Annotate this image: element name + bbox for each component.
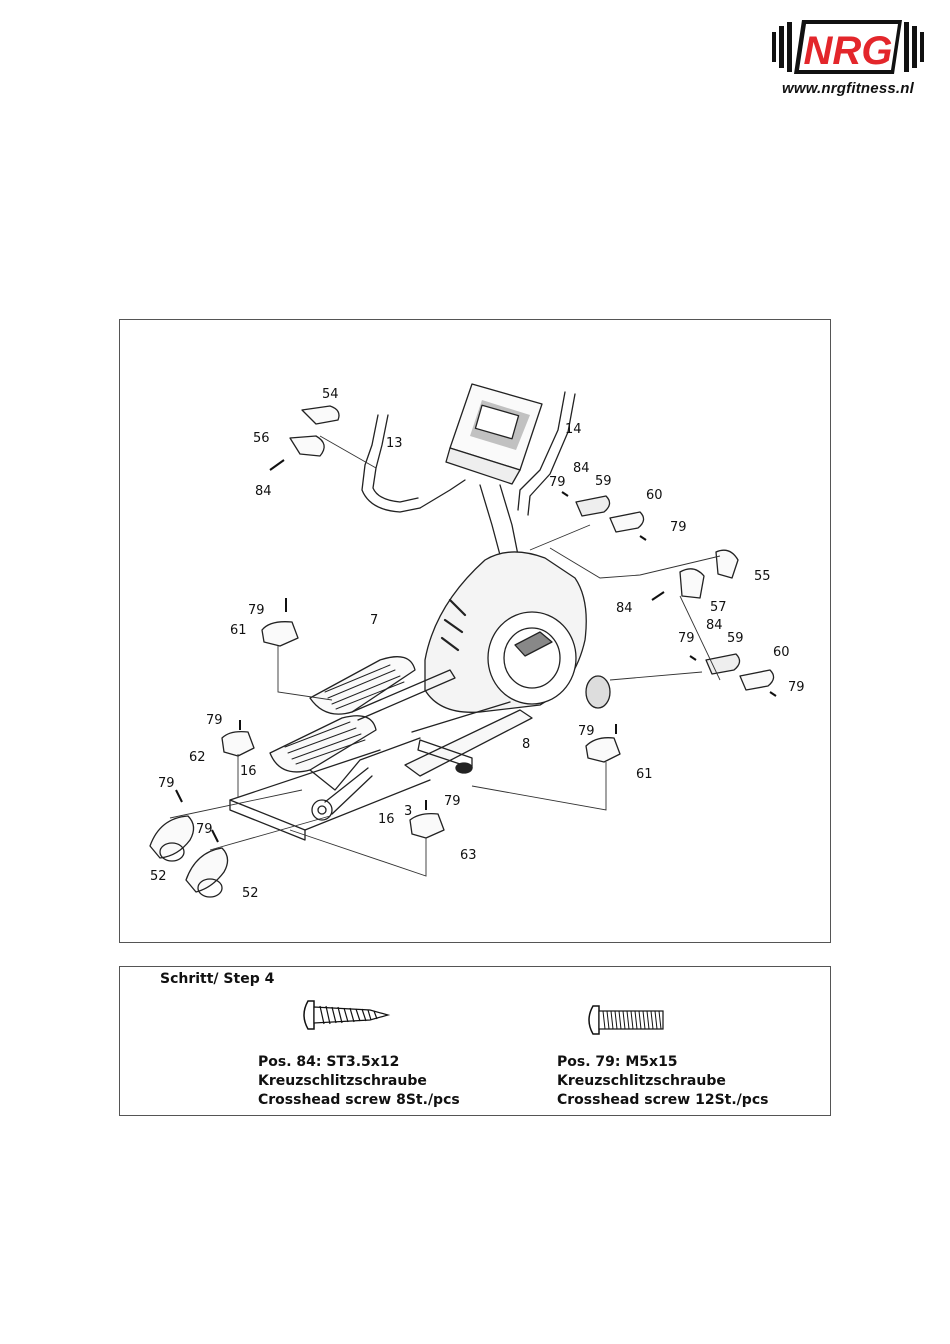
- cover-57: [680, 569, 704, 598]
- label-52: 52: [242, 886, 259, 901]
- label-3: 3: [404, 804, 412, 819]
- exploded-diagram: 54 56 84 13 14 84 59 79 60 79 55 84 57 7…: [119, 319, 831, 943]
- label-61: 61: [230, 623, 247, 638]
- cover-60-top: [610, 512, 644, 532]
- label-60: 60: [773, 645, 790, 660]
- cover-59-top: [576, 496, 610, 516]
- screw-m5x15-icon: [585, 1003, 669, 1037]
- label-79: 79: [206, 713, 223, 728]
- diagram-drawing: 54 56 84 13 14 84 59 79 60 79 55 84 57 7…: [120, 320, 832, 944]
- label-79: 79: [158, 776, 175, 791]
- cover-60-bottom: [740, 670, 774, 690]
- label-61: 61: [636, 767, 653, 782]
- label-13: 13: [386, 436, 403, 451]
- pedal-upper: [310, 657, 415, 714]
- cover-55: [716, 550, 738, 578]
- screw-79-description: Pos. 79: M5x15 Kreuzschlitzschraube Cros…: [557, 1053, 768, 1110]
- label-55: 55: [754, 569, 771, 584]
- label-52: 52: [150, 869, 167, 884]
- label-56: 56: [253, 431, 270, 446]
- screw-79-name-de: Kreuzschlitzschraube: [557, 1072, 768, 1091]
- label-16: 16: [240, 764, 257, 779]
- label-62: 62: [189, 750, 206, 765]
- cover-59-bottom: [706, 654, 740, 674]
- label-7: 7: [370, 613, 378, 628]
- screw-84-name-en: Crosshead screw 8St./pcs: [258, 1091, 460, 1110]
- end-cap-52-upper: [150, 816, 194, 861]
- shroud-61-left: [262, 622, 298, 646]
- label-84: 84: [706, 618, 723, 633]
- label-84: 84: [255, 484, 272, 499]
- step-title: Schritt/ Step 4: [160, 971, 274, 987]
- pedal-lower: [270, 716, 376, 772]
- label-79: 79: [549, 475, 566, 490]
- label-79: 79: [670, 520, 687, 535]
- cover-54: [302, 406, 339, 424]
- label-59: 59: [595, 474, 612, 489]
- screw-84-pos: Pos. 84: ST3.5x12: [258, 1053, 460, 1072]
- label-16: 16: [378, 812, 395, 827]
- label-79: 79: [788, 680, 805, 695]
- screw-st3-5x12-icon: [300, 995, 392, 1035]
- screw-84-name-de: Kreuzschlitzschraube: [258, 1072, 460, 1091]
- label-14: 14: [565, 422, 582, 437]
- hardware-list: Schritt/ Step 4 Pos. 84: ST3.5x12 Kreuzs…: [119, 966, 831, 1116]
- label-84: 84: [573, 461, 590, 476]
- label-54: 54: [322, 387, 339, 402]
- label-63: 63: [460, 848, 477, 863]
- label-60: 60: [646, 488, 663, 503]
- shroud-61-right: [586, 738, 620, 762]
- shroud-62: [222, 732, 254, 756]
- cover-56: [290, 436, 324, 456]
- console-drawing: [446, 384, 542, 484]
- label-8: 8: [522, 737, 530, 752]
- shroud-63: [410, 814, 444, 838]
- label-84: 84: [616, 601, 633, 616]
- label-79: 79: [248, 603, 265, 618]
- label-79: 79: [678, 631, 695, 646]
- screw-79-name-en: Crosshead screw 12St./pcs: [557, 1091, 768, 1110]
- label-79: 79: [444, 794, 461, 809]
- label-57: 57: [710, 600, 727, 615]
- label-79: 79: [578, 724, 595, 739]
- label-79: 79: [196, 822, 213, 837]
- label-59: 59: [727, 631, 744, 646]
- logo-brand-text: NRG: [804, 29, 893, 73]
- end-cap-52-lower: [186, 848, 228, 897]
- screw-79-pos: Pos. 79: M5x15: [557, 1053, 768, 1072]
- screw-84-description: Pos. 84: ST3.5x12 Kreuzschlitzschraube C…: [258, 1053, 460, 1110]
- logo-url: www.nrgfitness.nl: [768, 80, 928, 97]
